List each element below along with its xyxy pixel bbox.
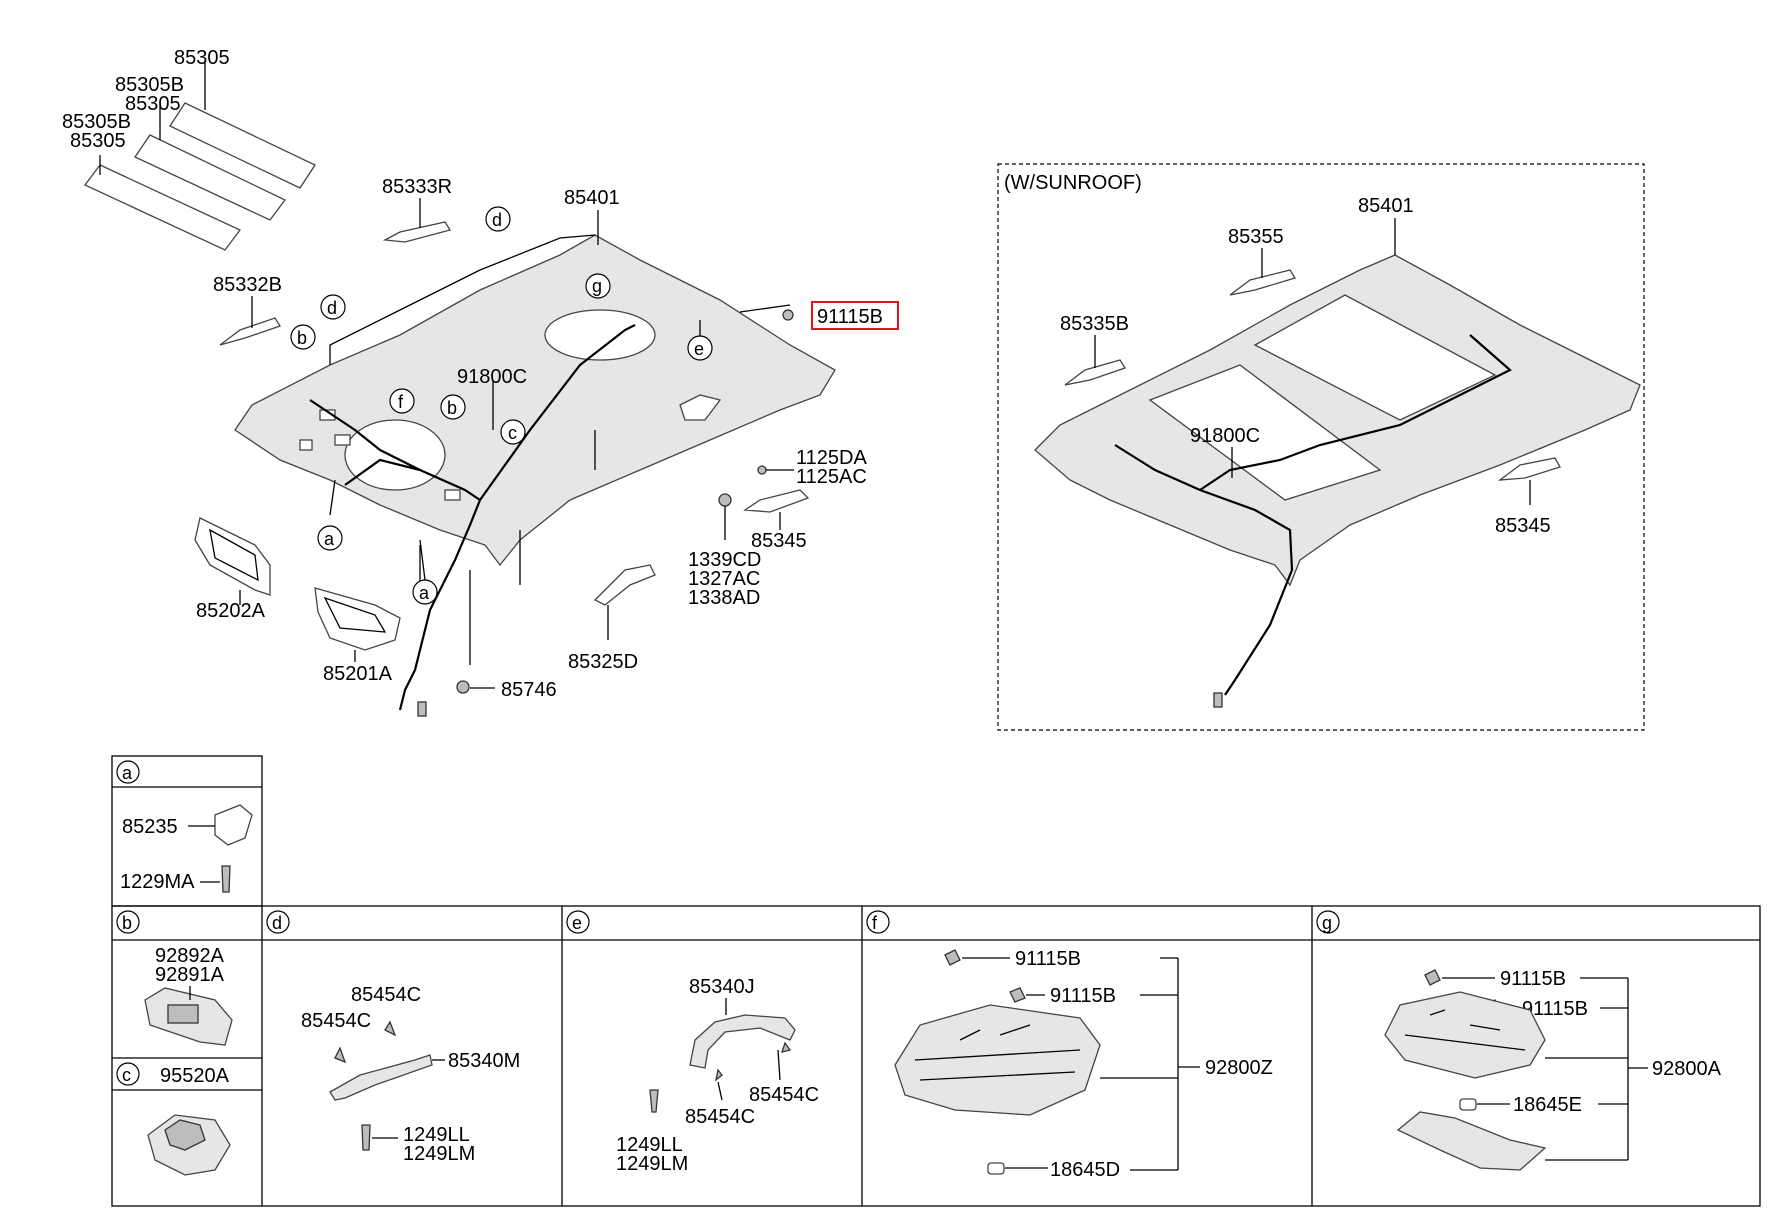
detail-g-92800a: 92800A [1652,1058,1722,1080]
nut-1339cd-icon [718,493,732,507]
detail-box-f: f 91115B 91115B 92800Z 18645D [866,910,1273,1181]
detail-box-e: e 85340J 85454C 85454C 1249LL 1249LM [566,910,819,1175]
detail-d-85340m: 85340M [448,1050,520,1072]
wiring-91800c [309,399,482,711]
detail-g-91115b-2: 91115B [1522,998,1588,1020]
sunroof-label-85335b: 85335B [1060,313,1129,335]
sun-visor-85202a [194,517,271,596]
bracket-85345-sunroof [1497,457,1561,481]
bracket-85335b [1064,359,1126,386]
label-1339cd: 1339CD [688,549,761,571]
label-85333r: 85333R [382,176,452,198]
sunroof-label-85401: 85401 [1358,195,1414,217]
sunroof-variant-frame [997,163,1645,731]
label-85305b-2: 85305B [62,111,131,133]
detail-e-85340j: 85340J [689,976,755,998]
detail-box-g: g 91115B 91115B 18645E 92800A [1316,910,1722,1171]
detail-d-1249lm: 1249LM [403,1143,475,1165]
svg-text:e: e [572,913,582,933]
detail-c-95520a: 95520A [160,1065,230,1087]
label-85305b-1: 85305B [115,74,184,96]
svg-text:d: d [272,913,282,933]
bracket-85332b [219,317,281,346]
svg-text:c: c [122,1065,131,1085]
svg-text:g: g [1322,913,1332,933]
detail-a-1229ma: 1229MA [120,871,195,893]
bracket-85333r [382,221,452,243]
svg-text:b: b [297,328,307,348]
svg-text:c: c [508,423,517,443]
detail-b-92891a: 92891A [155,964,225,986]
svg-text:a: a [122,763,133,783]
headliner-sunroof [1034,254,1641,587]
highlight-box-91115b[interactable] [811,301,899,330]
detail-d-85454c-2: 85454C [301,1010,371,1032]
sunroof-label-85355: 85355 [1228,226,1284,248]
detail-a-85235: 85235 [122,816,178,838]
wiring-sunroof [1114,444,1294,696]
svg-text:d: d [492,210,502,230]
label-85746: 85746 [501,679,557,701]
label-85325d: 85325D [568,651,638,673]
sunroof-label-91800c: 91800C [1190,425,1260,447]
bracket-85325d [593,564,656,606]
detail-box-c: c 95520A [116,1062,231,1176]
sunroof-label-85345: 85345 [1495,515,1551,537]
label-85305-2: 85305 [125,93,181,115]
bolt-1125-icon [757,465,767,475]
clip-85746-icon [456,680,470,694]
sunroof-title: (W/SUNROOF) [1004,172,1142,194]
label-91115b-highlight[interactable]: 91115B [817,306,883,328]
detail-d-85454c-1: 85454C [351,984,421,1006]
svg-text:f: f [872,913,878,933]
label-85345-main: 85345 [751,530,807,552]
svg-text:a: a [324,529,335,549]
label-1327ac: 1327AC [688,568,760,590]
detail-d-1249ll: 1249LL [403,1124,470,1146]
svg-text:a: a [419,583,430,603]
detail-f-18645d: 18645D [1050,1159,1120,1181]
label-1125ac: 1125AC [796,466,867,488]
detail-row [111,905,1761,1207]
label-85305-top: 85305 [174,47,230,69]
svg-text:g: g [592,276,602,296]
headliner-main [234,234,836,567]
detail-b-92892a: 92892A [155,945,225,967]
label-85201a: 85201A [323,663,393,685]
sun-visor-85201a [314,587,401,651]
svg-text:f: f [398,392,404,412]
detail-e-1249ll: 1249LL [616,1134,683,1156]
clip-91115b-icon [782,309,794,321]
bracket-85355 [1229,269,1297,296]
callouts-main: a a b b c d d e f g [290,206,713,605]
detail-box-b: b 92892A 92891A [116,910,233,1046]
connector-icon [417,701,427,717]
bracket-85345 [743,489,810,513]
label-1338ad: 1338AD [688,587,760,609]
label-91800c: 91800C [457,366,527,388]
detail-box-a: a 85235 1229MA [111,755,263,907]
detail-box-d: d 85454C 85454C 85340M 1249LL 1249LM [266,910,520,1165]
svg-text:b: b [447,398,457,418]
detail-e-85454c-2: 85454C [685,1106,755,1128]
detail-e-1249lm: 1249LM [616,1153,688,1175]
label-85401: 85401 [564,187,620,209]
label-85332b: 85332B [213,274,282,296]
detail-g-18645e: 18645E [1513,1094,1582,1116]
svg-text:b: b [122,913,132,933]
label-85305-3: 85305 [70,130,126,152]
detail-f-91115b-2: 91115B [1050,985,1116,1007]
label-85202a: 85202A [196,600,266,622]
detail-g-91115b-1: 91115B [1500,968,1566,990]
detail-f-91115b-1: 91115B [1015,948,1081,970]
svg-text:e: e [694,339,704,359]
label-1125da: 1125DA [796,447,867,469]
svg-text:d: d [327,298,337,318]
detail-e-85454c-1: 85454C [749,1084,819,1106]
detail-f-92800z: 92800Z [1205,1057,1273,1079]
roof-strips [83,60,316,251]
